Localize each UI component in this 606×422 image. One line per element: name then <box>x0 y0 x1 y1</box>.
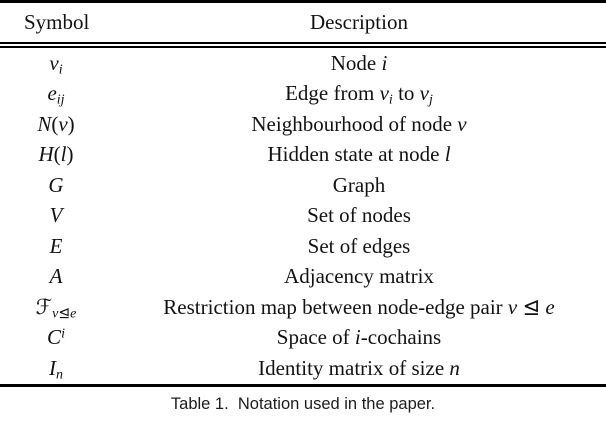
math-fragment: j <box>428 92 433 108</box>
description-cell: Hidden state at node l <box>267 142 451 167</box>
math-fragment: v <box>507 294 518 319</box>
symbol-cell: H(l) <box>38 142 74 167</box>
math-fragment: v <box>49 50 59 75</box>
table-row: G Graph <box>0 170 606 201</box>
math-fragment: v <box>457 111 467 136</box>
math-fragment: ij <box>56 92 65 108</box>
math-fragment: v <box>58 111 68 136</box>
symbol-cell: V <box>0 201 112 232</box>
math-fragment: N <box>37 111 52 136</box>
description-cell: Space of i-cochains <box>276 325 442 350</box>
table-row: ℱv⊴e Restriction map between node-edge pa… <box>0 292 606 323</box>
math-fragment: l <box>60 142 67 167</box>
description-cell: Identity matrix of size n <box>258 355 460 380</box>
table-row: N(v) Neighbourhood of node v <box>0 109 606 140</box>
math-fragment: e <box>47 81 57 106</box>
math-fragment: e <box>545 294 555 319</box>
table-row: A Adjacency matrix <box>0 262 606 293</box>
table-row: V Set of nodes <box>0 201 606 232</box>
math-fragment: i <box>388 92 393 108</box>
symbol-column-header: Symbol <box>0 1 112 48</box>
description-cell: Edge from vi to vj <box>285 81 433 108</box>
description-cell: Set of edges <box>307 233 411 258</box>
header-row: Symbol Description <box>0 1 606 48</box>
symbol-cell: Ci <box>0 323 112 354</box>
symbol-cell: ℱv⊴e <box>35 294 77 322</box>
description-cell: Graph <box>332 172 386 197</box>
table-caption: Table 1. Notation used in the paper. <box>170 394 436 413</box>
symbol-cell: G <box>0 170 112 201</box>
description-cell: Node i <box>330 50 388 75</box>
description-cell: Set of nodes <box>307 203 411 228</box>
math-fragment: i <box>61 326 65 342</box>
math-fragment: A <box>49 264 63 289</box>
description-cell: Neighbourhood of node v <box>251 111 467 136</box>
symbol-cell: eij <box>0 79 112 110</box>
table-row: H(l) Hidden state at node l <box>0 140 606 171</box>
math-fragment: G <box>48 172 64 197</box>
table-row: E Set of edges <box>0 231 606 262</box>
symbol-cell: E <box>0 231 112 262</box>
math-fragment: E <box>49 233 63 258</box>
math-fragment: n <box>56 367 63 383</box>
description-cell: Restriction map between node-edge pair v… <box>163 294 555 319</box>
math-fragment: v <box>419 81 429 106</box>
math-fragment: H <box>38 142 54 167</box>
math-fragment: I <box>49 355 56 380</box>
description-cell: Adjacency matrix <box>284 264 434 289</box>
symbol-cell: N(v) <box>37 111 75 136</box>
math-fragment: v⊴e <box>52 306 77 322</box>
math-fragment: i <box>354 325 361 350</box>
description-column-header: Description <box>112 1 606 48</box>
symbol-cell: vi <box>0 45 112 79</box>
math-fragment: v <box>379 81 389 106</box>
symbol-cell: In <box>0 353 112 385</box>
math-fragment: i <box>381 50 388 75</box>
math-fragment: n <box>449 355 460 380</box>
math-fragment: V <box>49 203 63 228</box>
math-fragment: i <box>58 62 63 78</box>
math-fragment: C <box>47 325 62 350</box>
math-fragment: l <box>444 142 451 167</box>
symbol-cell: A <box>0 262 112 293</box>
